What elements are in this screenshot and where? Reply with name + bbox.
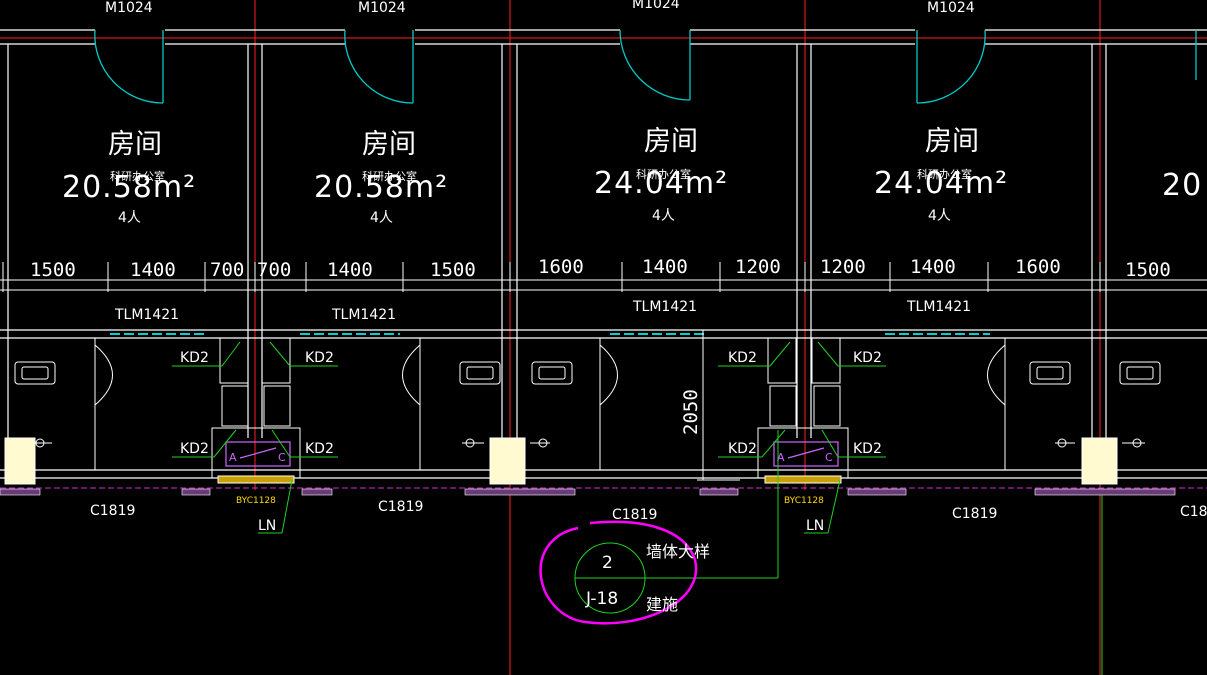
room-area: 20.58m² xyxy=(314,170,448,205)
partition-walls xyxy=(7,44,1107,438)
detail-number: 2 xyxy=(602,553,613,573)
dimension-value: 1600 xyxy=(1015,256,1061,278)
door-tag: M1024 xyxy=(105,0,153,16)
leader-lines xyxy=(172,341,1103,675)
markup-circle[interactable] xyxy=(539,520,698,625)
kd-label: KD2 xyxy=(180,350,209,366)
window-tag: C1819 xyxy=(952,506,997,522)
vertical-dimension-value: 2050 xyxy=(680,389,702,435)
kd-label: KD2 xyxy=(180,441,209,457)
room-area: 24.04m² xyxy=(594,166,728,201)
detail-sheet: J-18 xyxy=(585,589,618,609)
kd-label: KD2 xyxy=(728,441,757,457)
room-area: 24.04m² xyxy=(874,166,1008,201)
kd-label: KD2 xyxy=(728,350,757,366)
dimension-text: 1500 1400 700 700 1400 1500 1600 1400 12… xyxy=(30,256,1171,435)
door-tag: M1024 xyxy=(632,0,680,12)
dimension-line xyxy=(0,262,1207,292)
ln-label: LN xyxy=(258,518,276,534)
sliding-door-tag: TLM1421 xyxy=(331,307,396,323)
dimension-value: 1500 xyxy=(1125,259,1171,281)
door-tags: M1024 M1024 M1024 M1024 xyxy=(105,0,975,16)
window-tag: C1819 xyxy=(90,503,135,519)
dimension-value: 1400 xyxy=(130,259,176,281)
sliding-door-tags: TLM1421 TLM1421 TLM1421 TLM1421 xyxy=(114,299,971,323)
corridor-wall xyxy=(0,29,1207,45)
door-tag: M1024 xyxy=(358,0,406,16)
dimension-value: 1400 xyxy=(327,259,373,281)
kd-labels: KD2 KD2 KD2 KD2 KD2 KD2 KD2 KD2 xyxy=(180,350,882,457)
room-area: 20.58m² xyxy=(62,170,196,205)
window-tag: C18 xyxy=(1180,504,1207,520)
room-persons: 4人 xyxy=(652,208,675,224)
detail-title: 墙体大样 xyxy=(646,542,710,561)
ln-label: LN xyxy=(806,518,824,534)
room-persons: 4人 xyxy=(370,210,393,226)
sliding-door-tag: TLM1421 xyxy=(906,299,971,315)
dimension-value: 1600 xyxy=(538,256,584,278)
detail-note: 建施 xyxy=(646,595,678,614)
window-tags: C1819 C1819 C1819 C1819 C18 xyxy=(90,499,1207,523)
shaft-letter: C xyxy=(278,451,286,464)
room-name: 房间 xyxy=(362,129,416,160)
byc-label: BYC1128 xyxy=(236,496,276,506)
kd-label: KD2 xyxy=(853,350,882,366)
byc-label: BYC1128 xyxy=(784,496,824,506)
byc-labels: BYC1128 BYC1128 xyxy=(236,496,824,506)
ln-labels: LN LN xyxy=(258,518,824,534)
room-name: 房间 xyxy=(925,126,979,157)
room-subtitle: 科研办公室 xyxy=(917,167,972,181)
sliding-door-tag: TLM1421 xyxy=(114,307,179,323)
window-tag: C1819 xyxy=(378,499,423,515)
windowsills xyxy=(0,488,1176,496)
window-tag: C1819 xyxy=(612,507,657,523)
shaft-letter: A xyxy=(229,451,237,464)
shaft-inner-boxes xyxy=(225,441,839,467)
toilet-fixtures xyxy=(14,338,1161,470)
kd-label: KD2 xyxy=(305,441,334,457)
dimension-value: 700 xyxy=(257,259,291,281)
door-tag: M1024 xyxy=(927,0,975,16)
dimension-value: 1200 xyxy=(820,256,866,278)
dimension-value: 1500 xyxy=(430,259,476,281)
yellow-blocks xyxy=(4,437,1118,485)
bathroom-walls xyxy=(0,329,1207,479)
room-subtitle: 科研办公室 xyxy=(636,167,691,181)
room-name: 房间 xyxy=(108,129,162,160)
kd-label: KD2 xyxy=(305,350,334,366)
vertical-dimension-line xyxy=(697,329,740,481)
detail-callout[interactable]: 2 J-18 墙体大样 建施 xyxy=(575,542,710,614)
dimension-value: 1200 xyxy=(735,256,781,278)
room-subtitle: 科研办公室 xyxy=(362,169,417,183)
shaft-letter: C xyxy=(825,451,833,464)
sliding-door-tag: TLM1421 xyxy=(632,299,697,315)
kd-label: KD2 xyxy=(853,441,882,457)
dimension-value: 1400 xyxy=(642,256,688,278)
dimension-value: 1400 xyxy=(910,256,956,278)
shaft-letter: A xyxy=(777,451,785,464)
shaft-letters: A C A C xyxy=(229,451,833,464)
door-swings xyxy=(94,29,1197,104)
dimension-value: 700 xyxy=(210,259,244,281)
room-name: 房间 xyxy=(644,126,698,157)
dimension-value: 1500 xyxy=(30,259,76,281)
room-area: 20 xyxy=(1162,168,1202,203)
room-labels: 房间 20.58m² 科研办公室 4人 房间 20.58m² 科研办公室 4人 … xyxy=(62,126,1202,226)
room-persons: 4人 xyxy=(118,210,141,226)
room-subtitle: 科研办公室 xyxy=(110,169,165,183)
room-persons: 4人 xyxy=(928,208,951,224)
